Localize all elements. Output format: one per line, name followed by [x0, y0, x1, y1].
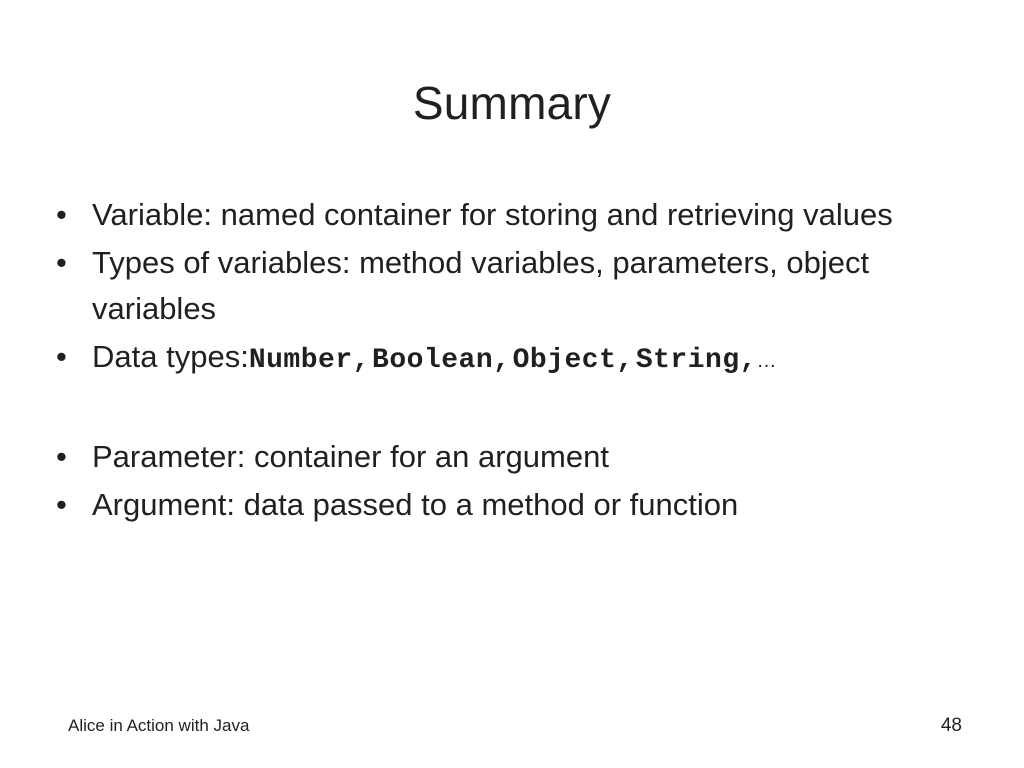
- list-item: • Data types:Number, Boolean, Object, St…: [50, 334, 960, 384]
- data-types-lead: Data types:: [92, 339, 249, 374]
- bullet-dot-icon: •: [56, 339, 67, 374]
- data-types-ellipsis: …: [756, 350, 778, 372]
- bullet-dot-icon: •: [56, 245, 67, 280]
- bullet-text-types-of-variables: Types of variables: method variables, pa…: [92, 245, 870, 326]
- list-item: • Argument: data passed to a method or f…: [50, 482, 960, 528]
- bullet-text-argument: Argument: data passed to a method or fun…: [92, 487, 739, 522]
- data-type-separator: ,: [352, 345, 370, 376]
- list-item: • Variable: named container for storing …: [50, 192, 960, 238]
- data-type-number: Number: [248, 345, 353, 376]
- data-type-boolean: Boolean: [372, 345, 494, 376]
- page-number: 48: [940, 715, 962, 736]
- data-type-separator: ,: [616, 345, 634, 376]
- bullet-dot-icon: •: [56, 197, 67, 232]
- list-item: • Parameter: container for an argument: [50, 434, 960, 480]
- data-type-object: Object: [512, 345, 617, 376]
- slide-footer: Alice in Action with Java 48: [0, 714, 1024, 744]
- bullet-list: • Variable: named container for storing …: [50, 192, 960, 530]
- data-type-separator: ,: [739, 345, 757, 376]
- footer-book-title: Alice in Action with Java: [68, 716, 250, 735]
- bullet-text-variable: Variable: named container for storing an…: [92, 197, 893, 232]
- data-type-string: String: [635, 345, 740, 376]
- bullet-text-parameter: Parameter: container for an argument: [92, 439, 609, 474]
- list-item-spacer: [50, 386, 960, 432]
- bullet-dot-icon: •: [56, 439, 67, 474]
- bullet-text-data-types: Data types:Number, Boolean, Object, Stri…: [92, 334, 960, 384]
- list-item: • Types of variables: method variables, …: [50, 240, 960, 332]
- data-type-separator: ,: [493, 345, 510, 376]
- page-title: Summary: [412, 77, 612, 129]
- bullet-dot-icon: •: [56, 487, 67, 522]
